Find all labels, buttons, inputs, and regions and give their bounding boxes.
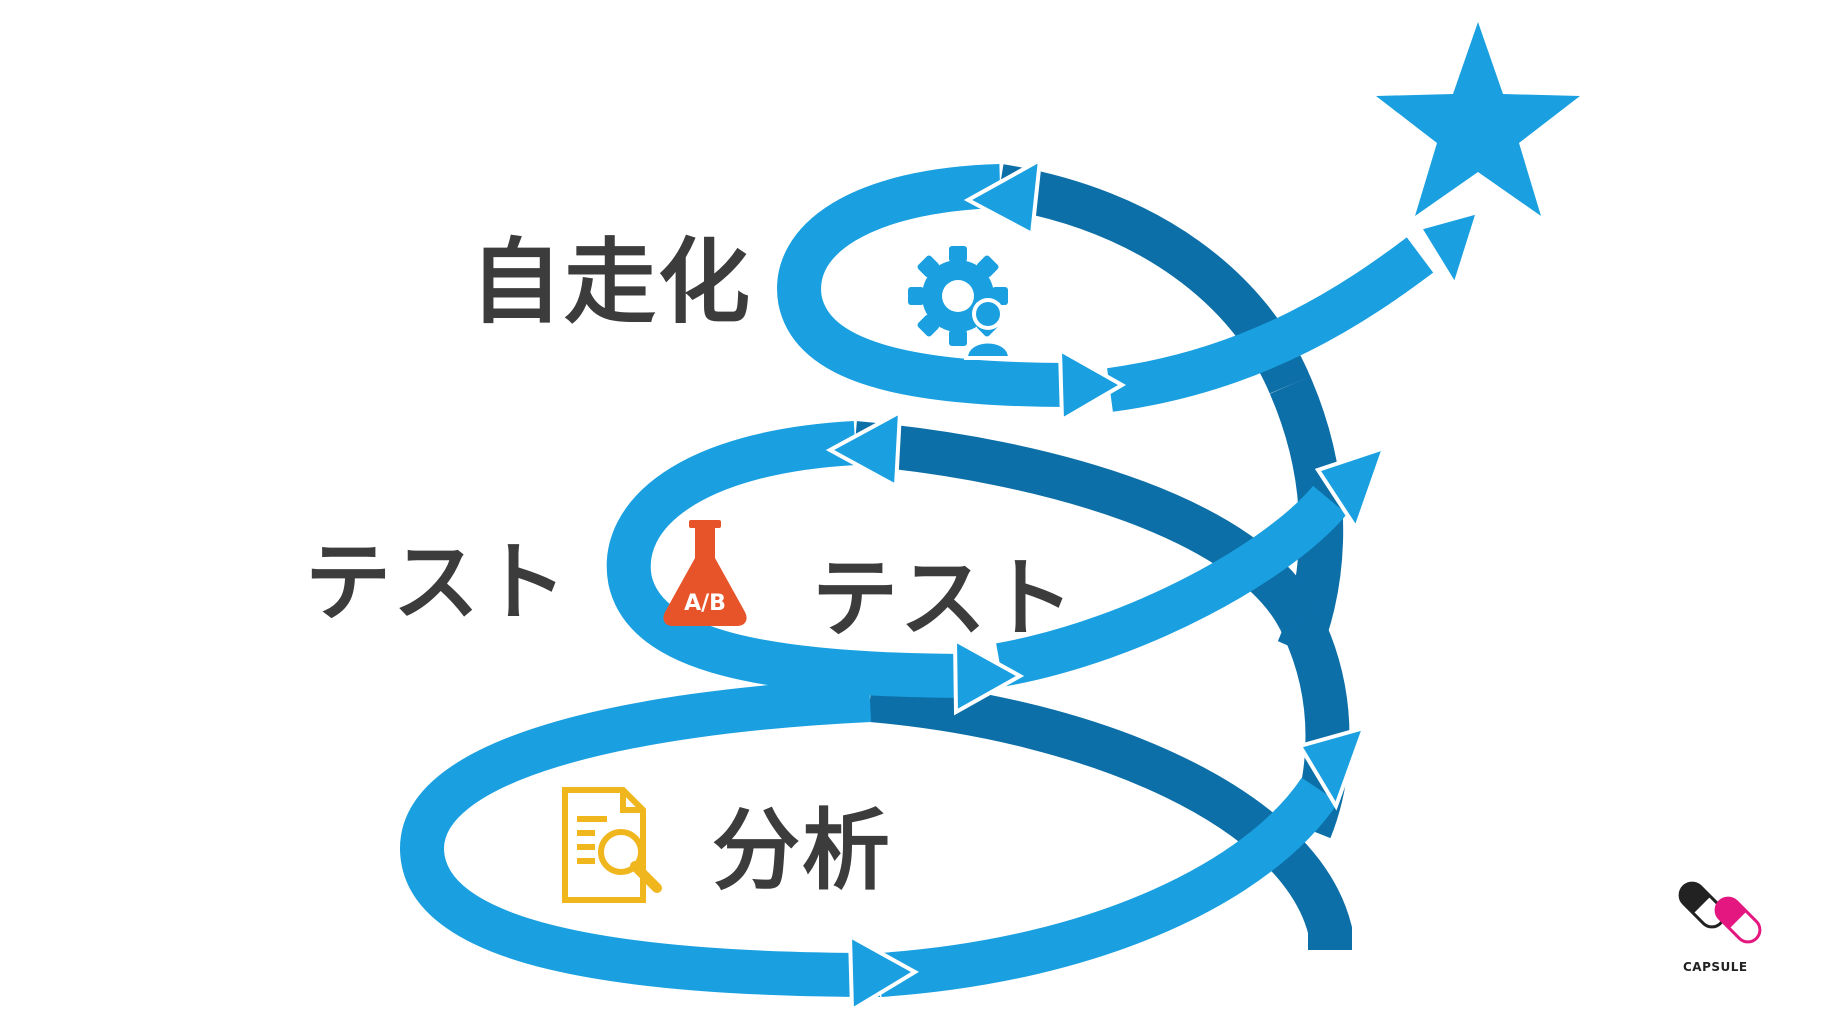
spiral-arrowheads	[825, 156, 1482, 1014]
arrowhead-middle-exit	[1314, 444, 1388, 533]
capsule-logo-icon	[1678, 881, 1762, 944]
svg-text:A/B: A/B	[684, 591, 726, 616]
spiral-front-strands	[399, 164, 1434, 997]
label-ab-test: テスト	[812, 549, 1076, 649]
label-automation: 自走化	[470, 229, 753, 336]
brand-name: CAPSULE	[1683, 960, 1748, 974]
arrowhead-to-star	[1416, 209, 1482, 290]
gear-user-icon	[908, 246, 1013, 360]
label-analysis: 分析	[712, 799, 893, 902]
star-icon	[1376, 22, 1580, 216]
arrowhead-top-left	[963, 156, 1043, 238]
label-test: テスト	[305, 533, 569, 633]
arrowhead-top-right	[1057, 346, 1127, 424]
arrowhead-middle-right	[952, 636, 1025, 716]
arrowhead-middle-left	[825, 408, 903, 490]
arrowhead-bottom-right	[847, 932, 919, 1014]
document-search-icon	[562, 787, 662, 903]
arrowhead-bottom-exit	[1296, 725, 1368, 811]
flask-ab-icon: A/B	[663, 520, 747, 626]
